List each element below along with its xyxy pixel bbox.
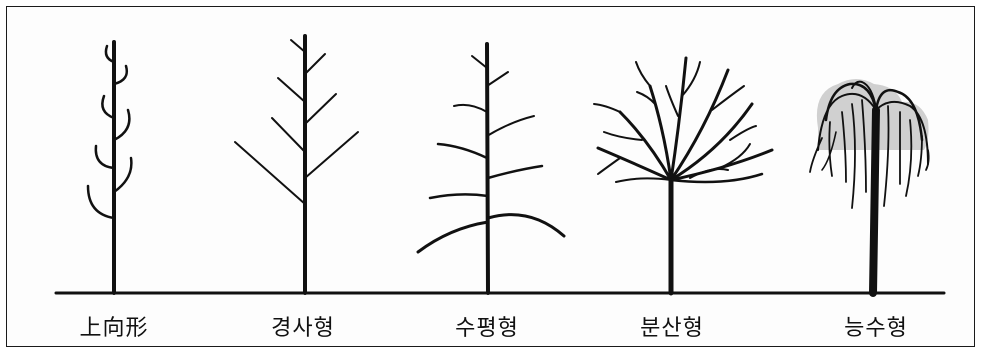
branch [436,142,489,160]
tree-upward [86,40,133,295]
trunk [485,42,490,295]
branch [603,131,643,141]
branch [416,220,490,254]
branch [304,93,337,125]
branch [729,125,757,141]
branch [112,156,133,194]
crown-arc [874,88,924,142]
weeping-strand [851,103,856,209]
weeping-strand [861,99,867,193]
branch [486,164,544,180]
branch [669,102,754,182]
branch [648,84,673,182]
branch [615,177,672,183]
weeping-strand [905,119,913,197]
branch [304,131,359,179]
branch [234,141,306,205]
branch [104,44,116,64]
branch [486,115,535,137]
weeping-strand [925,149,930,171]
label-horizontal: 수평형 [455,316,519,341]
branch [471,55,488,69]
branch [596,146,673,182]
branch [304,53,326,75]
branch [635,61,651,87]
tree-weeping [809,79,930,297]
branch [277,77,306,103]
crown-arc [817,92,877,151]
crown-arc [875,100,929,165]
branch [486,213,566,238]
branch [486,71,509,87]
weeping-strand [883,105,890,207]
label-spreading: 분산형 [640,316,704,341]
branch [112,64,128,86]
branch [618,110,673,182]
branch [636,91,656,105]
tree-spreading [593,56,774,296]
branch [665,85,679,117]
branch [86,184,116,220]
label-upward: 上向形 [79,316,149,341]
branch [428,193,490,200]
branch [593,103,621,113]
branch [597,157,621,175]
branch [669,68,730,182]
branch [681,61,701,97]
branch [290,39,306,53]
branch [669,172,764,184]
branch [711,85,745,111]
weeping-strand [809,137,823,173]
branch [689,168,729,179]
weeping-strand [821,131,837,171]
label-weeping: 능수형 [844,316,908,341]
weeping-strand [917,135,923,177]
branch [271,117,306,153]
weeping-strand [841,111,847,183]
weeping-strand [828,121,833,177]
branch [112,108,131,142]
label-slanted: 경사형 [271,316,335,341]
crown-arc [851,80,877,109]
trunk [869,106,880,297]
branch [669,56,688,182]
crown-arc [824,82,878,122]
branch [94,144,116,170]
branch [719,143,751,169]
branch [101,94,116,120]
branch [453,103,488,113]
tree-slanted [234,34,359,295]
tree-horizontal [416,42,566,295]
